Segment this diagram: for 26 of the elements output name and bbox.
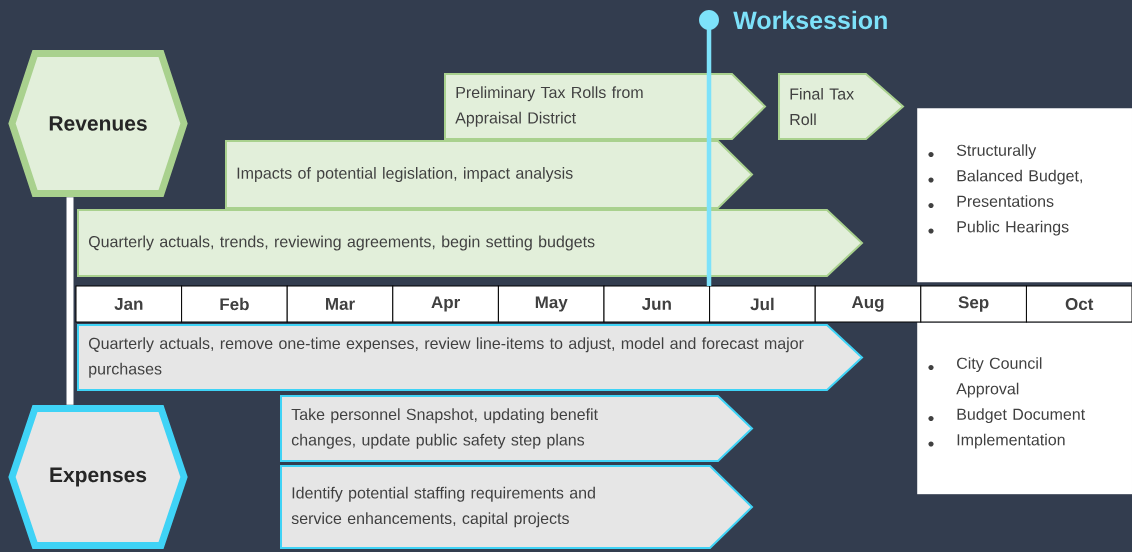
bullet-list-box <box>917 108 1132 283</box>
month-cell: Jun <box>603 285 711 323</box>
month-cell: Apr <box>392 285 499 323</box>
milestone-label: Worksession <box>733 10 887 30</box>
month-cell: Mar <box>286 285 394 323</box>
bullet-item: Structurally <box>956 144 1037 160</box>
month-cell: May <box>497 285 605 323</box>
bullet-item: Public Hearings <box>957 220 1069 236</box>
bullet-item: Presentations <box>957 195 1054 207</box>
hexagon: Expenses <box>8 405 188 549</box>
month-cell: Aug <box>814 285 922 323</box>
bullet-item: Implementation <box>957 433 1065 449</box>
month-cell: Jul <box>709 285 816 323</box>
hexagon: Revenues <box>8 50 188 197</box>
month-cell: Jan <box>75 285 183 323</box>
bullet-item: City Council Approval <box>956 357 1042 398</box>
arrow-box: Take personnel Snapshot, updating benefit changes, update public safety step plans <box>280 395 754 462</box>
bullet-item: Balanced Budget, <box>957 169 1082 185</box>
arrow-box: Identify potential staffing requirements and service enhancements, capital projects <box>280 465 754 549</box>
bullet-item: Budget Document <box>957 408 1086 424</box>
arrow-box: Preliminary Tax Rolls from Appraisal District <box>444 73 767 140</box>
month-cell: Sep <box>920 285 1027 323</box>
month-cell: Feb <box>181 285 288 323</box>
month-cell: Oct <box>1025 285 1132 323</box>
arrow-box: Impacts of potential legislation, impact analysis <box>225 140 754 209</box>
arrow-box: Final Tax Roll <box>778 73 905 140</box>
